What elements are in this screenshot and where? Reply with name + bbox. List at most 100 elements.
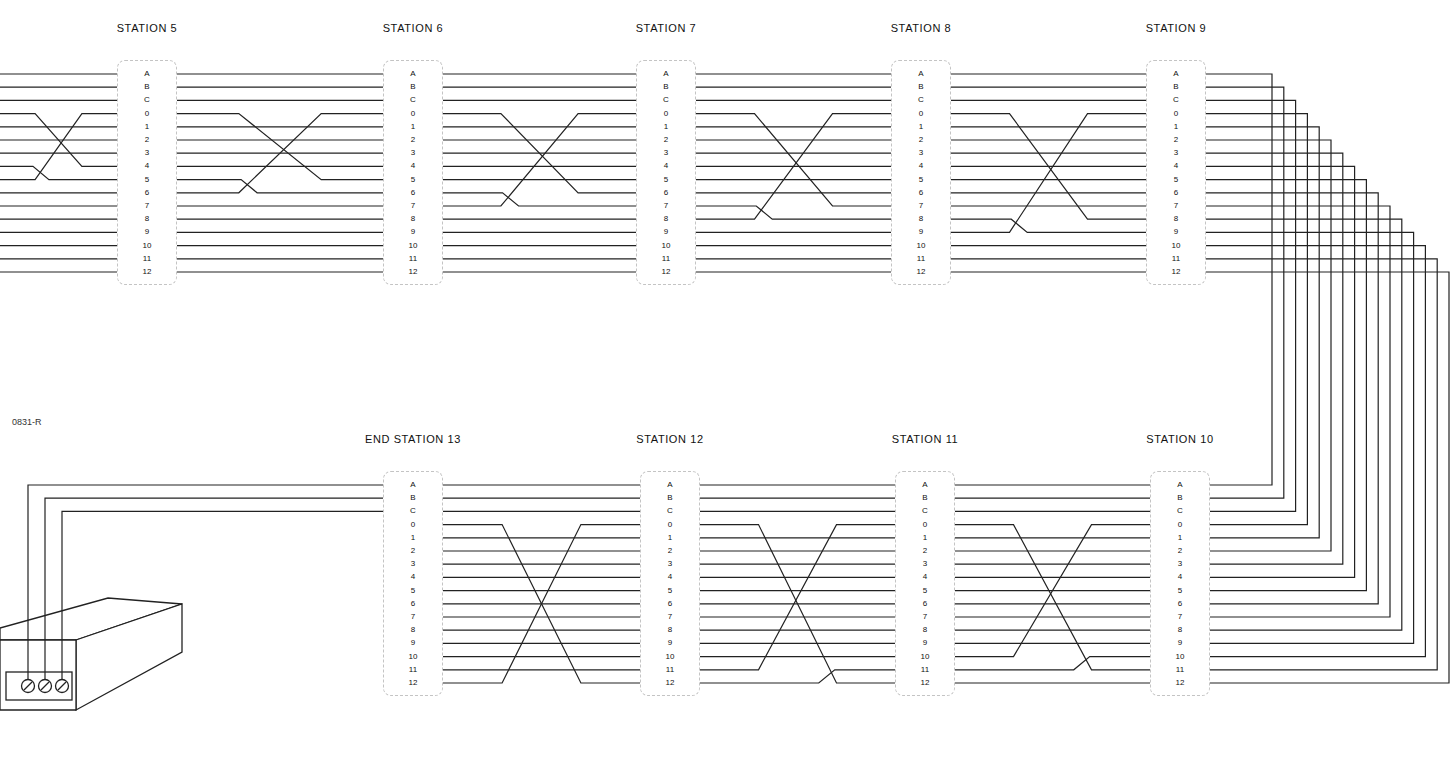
- pin-label: B: [641, 493, 699, 503]
- pin-label: B: [1147, 82, 1205, 92]
- pin-label: 8: [118, 214, 176, 224]
- pin-label: 2: [892, 135, 950, 145]
- pin-label: 6: [384, 188, 442, 198]
- terminal-station: STATION 12ABC0123456789101112: [640, 471, 700, 696]
- pin-label: 11: [1147, 254, 1205, 264]
- wire: [443, 511, 640, 512]
- wire: [177, 271, 383, 272]
- wire: [0, 205, 117, 206]
- pin-label: B: [384, 493, 442, 503]
- wire-cable: [177, 74, 383, 272]
- pin-label: 1: [384, 533, 442, 543]
- pin-label: 12: [384, 678, 442, 688]
- pin-label: A: [384, 480, 442, 490]
- incoming-wires: [0, 74, 117, 272]
- pin-label: 2: [896, 546, 954, 556]
- pin-label: 3: [118, 148, 176, 158]
- wire: [955, 550, 1150, 551]
- pin-label: 6: [384, 599, 442, 609]
- wire: [696, 126, 891, 127]
- pin-label: 2: [384, 135, 442, 145]
- wire: [443, 577, 640, 578]
- wire: [443, 669, 640, 670]
- wire: [443, 153, 636, 154]
- pin-label: 0: [1151, 520, 1209, 530]
- pin-label: C: [637, 95, 695, 105]
- pin-label: 7: [892, 201, 950, 211]
- pin-label: 4: [896, 572, 954, 582]
- pin-label: 10: [896, 652, 954, 662]
- wire: [443, 100, 636, 101]
- pin-label: 9: [384, 638, 442, 648]
- pin-label: C: [1151, 506, 1209, 516]
- wire-cable: [955, 485, 1150, 683]
- pin-label: 6: [118, 188, 176, 198]
- pin-label: 3: [892, 148, 950, 158]
- wire: [951, 205, 1146, 206]
- pin-label: 10: [384, 652, 442, 662]
- terminal-box: [0, 598, 182, 710]
- pin-label: B: [384, 82, 442, 92]
- wire: [443, 179, 636, 180]
- pin-label: C: [384, 95, 442, 105]
- wire: [955, 577, 1150, 578]
- wire: [951, 258, 1146, 259]
- wire: [1206, 127, 1319, 538]
- pin-label: 7: [896, 612, 954, 622]
- wire: [177, 139, 383, 140]
- pin-label: 3: [384, 148, 442, 158]
- pin-label: C: [384, 506, 442, 516]
- pin-label: C: [896, 506, 954, 516]
- wire: [177, 114, 383, 193]
- wire: [696, 100, 891, 101]
- wire: [696, 114, 891, 220]
- wire: [443, 564, 640, 565]
- wire: [443, 590, 640, 591]
- pin-label: 1: [118, 122, 176, 132]
- wire: [443, 126, 636, 127]
- wire: [700, 590, 895, 591]
- pin-label: 7: [1151, 612, 1209, 622]
- wire-cable: [951, 74, 1146, 272]
- wire: [1206, 206, 1390, 617]
- terminal-screw: [56, 680, 69, 693]
- wire: [177, 245, 383, 246]
- pin-label: 7: [637, 201, 695, 211]
- pin-label: 5: [641, 586, 699, 596]
- terminal-screw: [22, 680, 35, 693]
- wire: [443, 166, 636, 167]
- wire: [955, 484, 1150, 485]
- wire: [1206, 166, 1355, 577]
- pin-label: 0: [637, 109, 695, 119]
- wire: [696, 73, 891, 74]
- pin-label: 3: [1151, 559, 1209, 569]
- screw-slot: [58, 682, 66, 690]
- wire: [955, 616, 1150, 617]
- wire: [700, 525, 895, 683]
- pin-label: 6: [637, 188, 695, 198]
- pin-label: 11: [637, 254, 695, 264]
- pin-label: 0: [1147, 109, 1205, 119]
- wire: [955, 603, 1150, 604]
- pin-label: A: [1147, 69, 1205, 79]
- pin-label: 4: [892, 161, 950, 171]
- pin-label: 3: [641, 559, 699, 569]
- wire: [443, 193, 636, 206]
- pin-label: 0: [118, 109, 176, 119]
- pin-label: A: [896, 480, 954, 490]
- pin-label: 12: [641, 678, 699, 688]
- wire: [0, 219, 117, 220]
- pin-label: 1: [637, 122, 695, 132]
- wire: [177, 166, 383, 167]
- terminal-station: STATION 8ABC0123456789101112: [891, 60, 951, 285]
- pin-label: 0: [892, 109, 950, 119]
- pin-label: 12: [896, 678, 954, 688]
- pin-label: 5: [384, 175, 442, 185]
- wire: [955, 682, 1150, 683]
- wire: [1206, 74, 1272, 485]
- drawing-number: 0831-R: [12, 417, 42, 428]
- pin-label: 12: [118, 267, 176, 277]
- pin-label: 6: [1151, 599, 1209, 609]
- terminal-station: STATION 10ABC0123456789101112: [1150, 471, 1210, 696]
